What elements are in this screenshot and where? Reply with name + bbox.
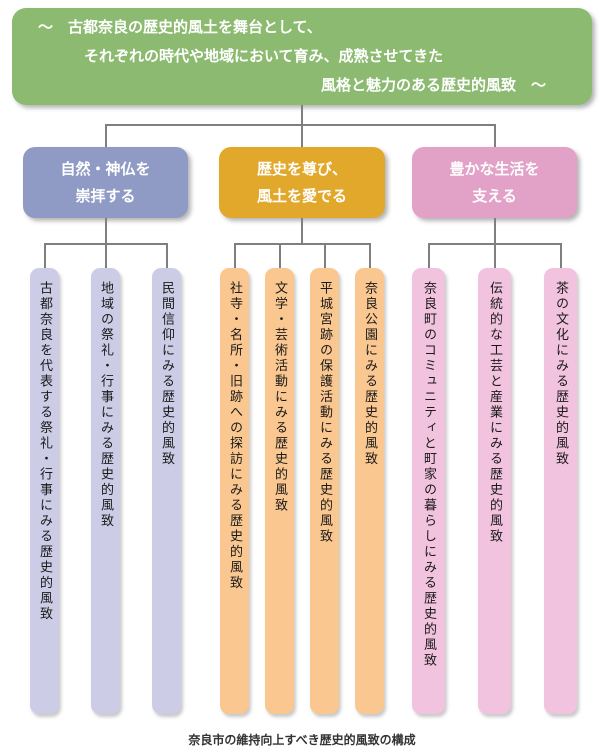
item-text: 平城宮跡の保護活動にみる歴史的風致 bbox=[317, 281, 332, 545]
item-column-nature-2: 地域の祭礼・行事にみる歴史的風致 bbox=[91, 268, 120, 714]
root-concept-line2: それぞれの時代や地域において育み、成熟させてきた bbox=[84, 47, 444, 65]
item-text: 茶の文化にみる歴史的風致 bbox=[553, 281, 568, 467]
connector-drop-nature bbox=[104, 124, 107, 147]
connector-life-stem bbox=[493, 218, 496, 243]
diagram-caption: 奈良市の維持向上すべき歴史的風致の構成 bbox=[188, 733, 416, 747]
root-concept-line1: 〜 古都奈良の歴史的風土を舞台として、 bbox=[38, 18, 322, 36]
connector-root-rail bbox=[104, 124, 495, 126]
category-life-line1: 豊かな生活を bbox=[449, 160, 540, 178]
connector-history-drop2 bbox=[278, 243, 281, 268]
connector-drop-life bbox=[493, 124, 496, 147]
item-column-life-3: 茶の文化にみる歴史的風致 bbox=[544, 268, 577, 714]
item-column-history-3: 平城宮跡の保護活動にみる歴史的風致 bbox=[310, 268, 339, 714]
connector-history-drop3 bbox=[323, 243, 326, 268]
item-column-history-4: 奈良公園にみる歴史的風致 bbox=[355, 268, 384, 714]
category-box-life: 豊かな生活を 支える bbox=[412, 147, 577, 218]
item-text: 文学・芸術活動にみる歴史的風致 bbox=[272, 281, 287, 514]
connector-nature-drop2 bbox=[104, 243, 107, 268]
connector-history-drop4 bbox=[368, 243, 371, 268]
item-column-nature-1: 古都奈良を代表する祭礼・行事にみる歴史的風致 bbox=[30, 268, 59, 714]
category-history-line1: 歴史を尊び、 bbox=[256, 160, 347, 178]
item-column-history-2: 文学・芸術活動にみる歴史的風致 bbox=[265, 268, 294, 714]
item-column-life-2: 伝統的な工芸と産業にみる歴史的風致 bbox=[478, 268, 511, 714]
item-text: 社寺・名所・旧跡への探訪にみる歴史的風致 bbox=[227, 281, 242, 591]
item-text: 伝統的な工芸と産業にみる歴史的風致 bbox=[487, 281, 502, 545]
connector-history-rail bbox=[233, 243, 371, 245]
connector-nature-drop3 bbox=[165, 243, 168, 268]
item-text: 奈良町のコミュニティと町家の暮らしにみる歴史的風致 bbox=[421, 281, 436, 669]
connector-drop-history bbox=[301, 124, 303, 147]
root-concept-box: 〜 古都奈良の歴史的風土を舞台として、 それぞれの時代や地域において育み、成熟さ… bbox=[12, 8, 592, 105]
item-text: 古都奈良を代表する祭礼・行事にみる歴史的風致 bbox=[37, 281, 52, 622]
category-nature-line1: 自然・神仏を bbox=[60, 160, 151, 178]
connector-life-drop3 bbox=[559, 243, 562, 268]
connector-nature-stem bbox=[104, 218, 107, 243]
connector-history-drop1 bbox=[233, 243, 236, 268]
root-concept-line3: 風格と魅力のある歴史的風致 〜 bbox=[320, 76, 546, 94]
item-text: 民間信仰にみる歴史的風致 bbox=[159, 281, 174, 467]
item-column-life-1: 奈良町のコミュニティと町家の暮らしにみる歴史的風致 bbox=[412, 268, 445, 714]
item-text: 地域の祭礼・行事にみる歴史的風致 bbox=[98, 281, 113, 529]
category-nature-line2: 崇拝する bbox=[75, 187, 136, 205]
category-box-nature: 自然・神仏を 崇拝する bbox=[23, 147, 188, 218]
item-column-history-1: 社寺・名所・旧跡への探訪にみる歴史的風致 bbox=[220, 268, 249, 714]
category-life-line2: 支える bbox=[472, 187, 517, 205]
category-history-line2: 風土を愛でる bbox=[256, 187, 347, 205]
connector-root-stem bbox=[301, 105, 303, 124]
item-text: 奈良公園にみる歴史的風致 bbox=[362, 281, 377, 467]
connector-history-stem bbox=[301, 218, 303, 243]
connector-life-drop2 bbox=[493, 243, 496, 268]
connector-life-drop1 bbox=[427, 243, 430, 268]
category-box-history: 歴史を尊び、 風土を愛でる bbox=[219, 147, 385, 218]
connector-nature-drop1 bbox=[43, 243, 46, 268]
item-column-nature-3: 民間信仰にみる歴史的風致 bbox=[152, 268, 181, 714]
